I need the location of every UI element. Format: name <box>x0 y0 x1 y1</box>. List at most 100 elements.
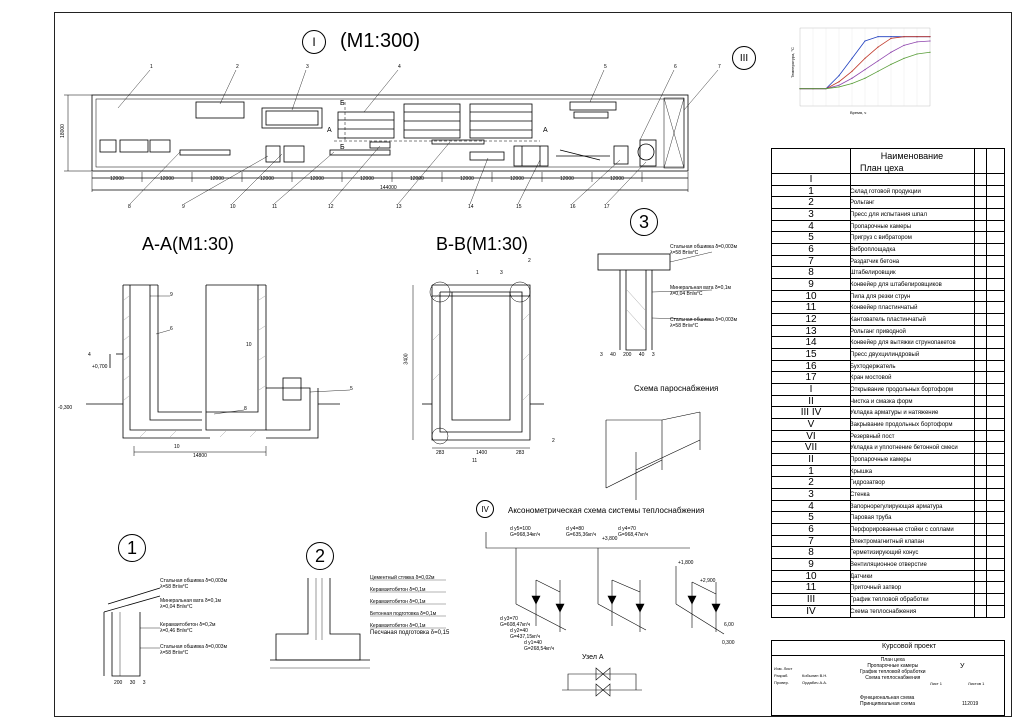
detail-3-dim: 200 <box>623 352 632 358</box>
spec-row-label: Открывание продольных бортоформ <box>850 387 953 394</box>
chart-point <box>916 53 918 55</box>
spec-row-number: I <box>809 384 813 396</box>
chart-point <box>890 37 892 40</box>
stamp-line: Схема теплоснабжения <box>865 675 921 681</box>
spec-row-number: 2 <box>808 477 814 489</box>
spec-row-label: Гидрозатвор <box>850 480 885 487</box>
spec-row-label: Конвейер пластинчатый <box>850 305 918 312</box>
spec-row: I Открывание продольных бортоформ <box>772 383 1004 396</box>
spec-row: 2 Гидрозатвор <box>772 476 1004 489</box>
detail-3-label: 3 <box>638 211 649 232</box>
chart-point <box>851 70 853 72</box>
spec-row-label: Бухтодержатель <box>850 363 896 370</box>
spec-row-label: Схема теплоснабжения <box>850 608 917 615</box>
stamp-lines: План цеха Пропарочные камеры График тепл… <box>860 657 926 681</box>
detail-3-drawing <box>597 251 713 351</box>
chart-point <box>851 57 853 59</box>
plan-callout: 7 <box>718 64 721 70</box>
spec-subheader: План цеха <box>860 163 904 173</box>
heat-label: d у3=70 <box>500 616 518 622</box>
stamp-code: 112019 <box>962 701 979 707</box>
heat-label: G=635,36кг/ч <box>566 532 597 538</box>
spec-row-number: VII <box>804 442 818 454</box>
chart-point <box>890 51 892 53</box>
heat-scheme-title: Аксонометрическая схема системы теплосна… <box>508 506 705 515</box>
spec-row-number: 8 <box>808 267 814 279</box>
chart-point <box>799 88 801 90</box>
plan-roman: I <box>312 35 316 49</box>
spec-row: 11 Конвейер пластинчатый <box>772 301 1004 314</box>
chart-point <box>838 75 840 77</box>
spec-row-label: График тепловой обработки <box>850 597 929 604</box>
heat-label: d у4=80 <box>566 526 584 532</box>
plan-callout: 8 <box>128 204 131 210</box>
chart-point <box>890 36 892 38</box>
layer-item: Керамзитобетон δ=0,1м <box>370 599 426 605</box>
spec-row-number: 3 <box>808 209 814 220</box>
spec-row-label: Резервный пост <box>850 433 895 440</box>
plan-callout: 11 <box>272 204 278 210</box>
plan-callout: 2 <box>236 64 239 70</box>
chart-point <box>851 77 853 79</box>
detail-3-dim: 3 <box>651 352 655 358</box>
spec-row: I <box>772 173 1004 186</box>
plan-dim: 12000 <box>610 176 624 182</box>
spec-row-number: 11 <box>805 302 817 314</box>
spec-row-number: 4 <box>808 500 814 512</box>
chart-point <box>916 41 918 43</box>
spec-row-number: 13 <box>805 325 817 337</box>
spec-row-label: Паровая труба <box>850 515 892 522</box>
chart-point <box>864 69 866 71</box>
chart-point <box>864 40 866 42</box>
chart-point <box>929 40 931 42</box>
detail-1-note: Минеральная вата δ=0,1м <box>160 598 221 604</box>
plan-callout: 10 <box>230 204 236 210</box>
stamp-roles: Изм. Лист Разраб. Провер. <box>774 665 792 686</box>
spec-row-number: 6 <box>808 524 814 536</box>
section-bb-dim-3: 283 <box>516 450 525 456</box>
chart-point <box>877 46 879 48</box>
detail-3-dim: 40 <box>610 352 616 358</box>
spec-header: Наименование <box>880 151 944 161</box>
spec-row-number: 9 <box>808 279 814 291</box>
spec-row-number: II <box>808 454 814 466</box>
detail-3-dim: 3 <box>600 352 603 358</box>
section-bb-callout-2b: 2 <box>552 438 555 444</box>
section-aa-callout-8: 8 <box>244 406 247 412</box>
spec-row-number: 15 <box>805 349 817 361</box>
plan-dim: 12000 <box>410 176 424 182</box>
plan-callout: 3 <box>306 64 309 70</box>
stamp-sheet: Лист 1 <box>930 681 943 686</box>
chart-point <box>838 86 840 88</box>
spec-row-label: Датчики <box>850 573 873 580</box>
chart-point <box>864 57 866 59</box>
chart-point <box>877 70 879 72</box>
detail-1-dim: 3 <box>142 680 146 686</box>
chart-roman: III <box>739 52 749 64</box>
plan-dim-height: 18000 <box>59 124 66 138</box>
spec-row-label: Пила для резки струн <box>850 293 911 300</box>
detail-1-notes-c: Керамзитобетон δ=0,2м λ=0,46 Вт/м°С <box>160 622 215 634</box>
plan-callout: 1 <box>150 64 153 70</box>
node-a-title: Узел А <box>582 654 604 661</box>
spec-col-divider <box>974 149 975 617</box>
spec-row-number: 9 <box>808 559 814 571</box>
detail-3-note: Стальная обшивка δ=0,003м <box>670 244 738 250</box>
section-bb-callout-1: 1 <box>476 270 479 276</box>
layers-list: Цементный стяжка δ=0,02м Керамзитобетон … <box>370 572 436 632</box>
heat-label: +3,800 <box>602 536 618 542</box>
section-aa-callout-10: 10 <box>246 342 252 348</box>
